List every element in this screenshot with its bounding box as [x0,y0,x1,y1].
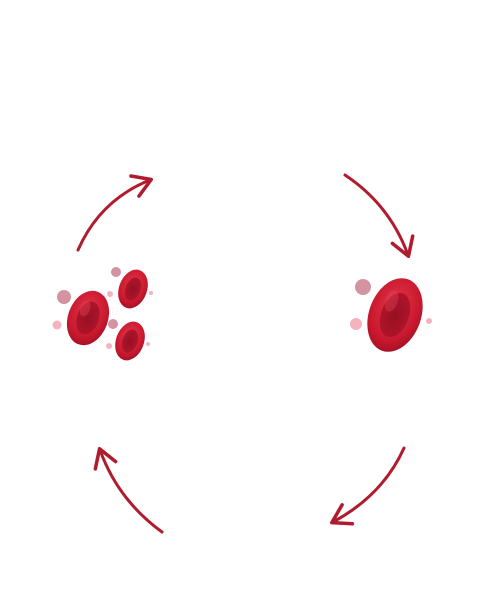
red-blood-cell [66,290,110,346]
particle [350,318,362,330]
particle [57,290,71,304]
red-blood-cell [115,321,145,361]
particle [426,318,432,324]
particle [111,267,121,277]
particle [149,291,153,295]
cell-cluster-left [52,267,153,361]
arrow-top-right [343,173,415,259]
particle [52,320,62,330]
particle [106,343,112,349]
particle [108,319,118,329]
arrow-bottom-left [93,446,164,534]
arrow-bottom-right [330,446,406,526]
particle [355,279,371,295]
red-blood-cell [367,278,423,352]
particle [146,342,150,346]
arrow-top-left [76,174,154,252]
red-blood-cell [118,269,148,309]
cell-cluster-right [350,278,432,352]
particle [107,291,113,297]
